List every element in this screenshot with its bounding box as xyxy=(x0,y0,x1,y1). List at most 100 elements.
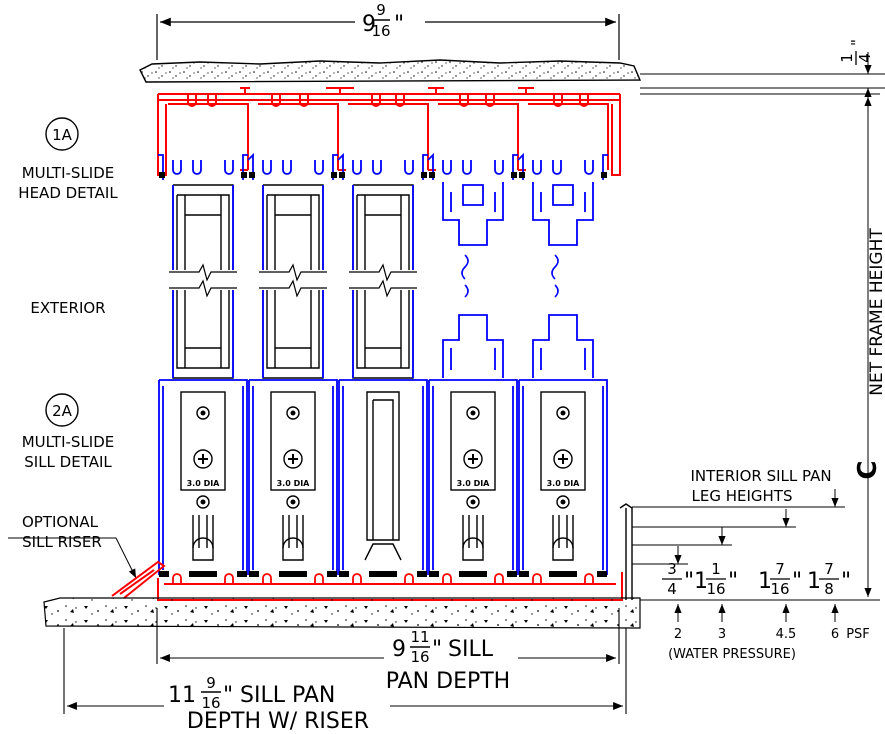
bracket-screw-mid xyxy=(193,449,213,469)
riser-depth-line2: DEPTH W/ RISER xyxy=(187,709,369,734)
stile-blue-lower xyxy=(172,290,234,378)
sill-rail xyxy=(352,573,414,584)
leg-num: 1 xyxy=(711,560,721,578)
sash-break xyxy=(551,254,559,298)
callout-1a-line2: HEAD DETAIL xyxy=(18,184,118,202)
riser-depth-line1: SILL PAN xyxy=(240,683,335,708)
bracket-screw-cross xyxy=(558,454,568,464)
panel-stack: 3.0 DIA 3.0 DIA 3.0 DIA 3.0 DIA xyxy=(158,152,608,584)
glass-stile-upper xyxy=(352,184,414,270)
panel-bottom-rail xyxy=(518,379,608,575)
riser-label-line1: OPTIONAL xyxy=(22,513,99,531)
gasket xyxy=(339,172,345,178)
psf-value: 3 xyxy=(718,627,726,642)
bracket-screw-top xyxy=(196,406,210,420)
sill-rail xyxy=(172,573,234,584)
sill-gasket xyxy=(339,571,349,577)
sill-gasket xyxy=(507,571,517,577)
sill-gasket xyxy=(597,571,607,577)
roller-stem xyxy=(552,515,574,548)
gasket xyxy=(429,172,435,178)
gasket xyxy=(249,172,255,178)
bracket-screw-top xyxy=(556,406,570,420)
head-thickness-den: 4 xyxy=(856,53,874,63)
bracket-screw-cross xyxy=(198,454,208,464)
interior-leg-profile xyxy=(619,503,633,600)
head-thickness-unit: " xyxy=(848,39,866,46)
leg-num: 7 xyxy=(824,560,834,578)
leg-unit: " xyxy=(792,569,802,594)
top-width-whole: 9 xyxy=(362,12,376,37)
panel-head-interlock xyxy=(158,154,248,180)
panel-head-interlock xyxy=(517,152,608,180)
bracket-screw-mid xyxy=(463,449,483,469)
water-pressure-caption: (WATER PRESSURE) xyxy=(668,647,796,662)
leg-den: 8 xyxy=(824,580,834,598)
bracket-screw-bottom-center xyxy=(200,499,206,505)
bracket-screw-bottom xyxy=(286,495,300,509)
sill-rail xyxy=(442,573,504,584)
sill-gasket xyxy=(189,571,217,577)
sash-interlock-lower xyxy=(532,314,594,378)
sill-gasket xyxy=(549,571,577,577)
panel-1: 3.0 DIA xyxy=(158,154,248,584)
gasket xyxy=(519,172,525,178)
leg-whole: 1 xyxy=(807,569,821,594)
sill-gasket xyxy=(459,571,487,577)
bracket-screw-top-center xyxy=(470,410,476,416)
bracket-screw-top-center xyxy=(200,410,206,416)
sill-pan xyxy=(111,560,623,601)
sill-depth-line2: PAN DEPTH xyxy=(386,669,510,694)
panel-3 xyxy=(337,152,428,584)
sill-gasket xyxy=(279,571,307,577)
bracket-screw-mid xyxy=(553,449,573,469)
roller-label: 3.0 DIA xyxy=(457,479,491,488)
sash-interlock-lower xyxy=(442,314,504,378)
bracket-screw-cross xyxy=(288,454,298,464)
leg-num: 7 xyxy=(775,560,785,578)
roller-label: 3.0 DIA xyxy=(187,479,221,488)
psf-value: 4.5 xyxy=(776,627,797,642)
riser-label-line2: SILL RISER xyxy=(22,533,102,551)
panel-head-interlock xyxy=(247,152,338,180)
top-width-num: 9 xyxy=(376,1,386,19)
panel-2: 3.0 DIA xyxy=(247,152,338,584)
roller-label: 3.0 DIA xyxy=(277,479,311,488)
bracket-screw-bottom xyxy=(196,495,210,509)
callout-2a: 2A MULTI-SLIDE SILL DETAIL xyxy=(22,393,115,471)
gasket xyxy=(241,172,247,178)
open-channel xyxy=(366,391,400,541)
bracket-screw-top-center xyxy=(560,410,566,416)
gasket xyxy=(421,172,427,178)
sill-gasket xyxy=(417,571,427,577)
head-substrate xyxy=(139,59,642,83)
glass-stile-upper xyxy=(172,184,234,270)
callout-2a-line1: MULTI-SLIDE xyxy=(22,433,115,451)
sill-gasket xyxy=(249,571,259,577)
glass-stile-lower xyxy=(172,290,234,379)
bracket-screw-cross xyxy=(468,454,478,464)
top-width-unit: " xyxy=(394,12,404,37)
net-frame-text: NET FRAME HEIGHT xyxy=(867,228,885,396)
bracket-screw-bottom-center xyxy=(290,499,296,505)
stile-blue-lower xyxy=(352,290,414,378)
bracket-screw-bottom xyxy=(556,495,570,509)
roller-stem xyxy=(282,515,304,548)
glass-stile-lower xyxy=(262,290,324,379)
panel-5: 3.0 DIA xyxy=(517,152,608,584)
panel-bottom-rail xyxy=(428,379,518,575)
riser-depth-num: 9 xyxy=(206,674,216,692)
leg-den: 16 xyxy=(706,580,725,598)
leg-heights: INTERIOR SILL PAN LEG HEIGHTS (WATER PRE… xyxy=(619,467,870,662)
leg-num: 3 xyxy=(667,560,677,578)
sill-depth-den: 16 xyxy=(410,648,429,666)
sash-interlock-upper xyxy=(442,182,504,246)
sill-gasket xyxy=(369,571,397,577)
stile-blue-upper xyxy=(352,185,414,270)
bracket-screw-bottom xyxy=(466,495,480,509)
bracket-screw-top xyxy=(466,406,480,420)
net-frame-height-dimension: C NET FRAME HEIGHT xyxy=(640,93,885,597)
net-frame-letter: C xyxy=(853,460,883,479)
